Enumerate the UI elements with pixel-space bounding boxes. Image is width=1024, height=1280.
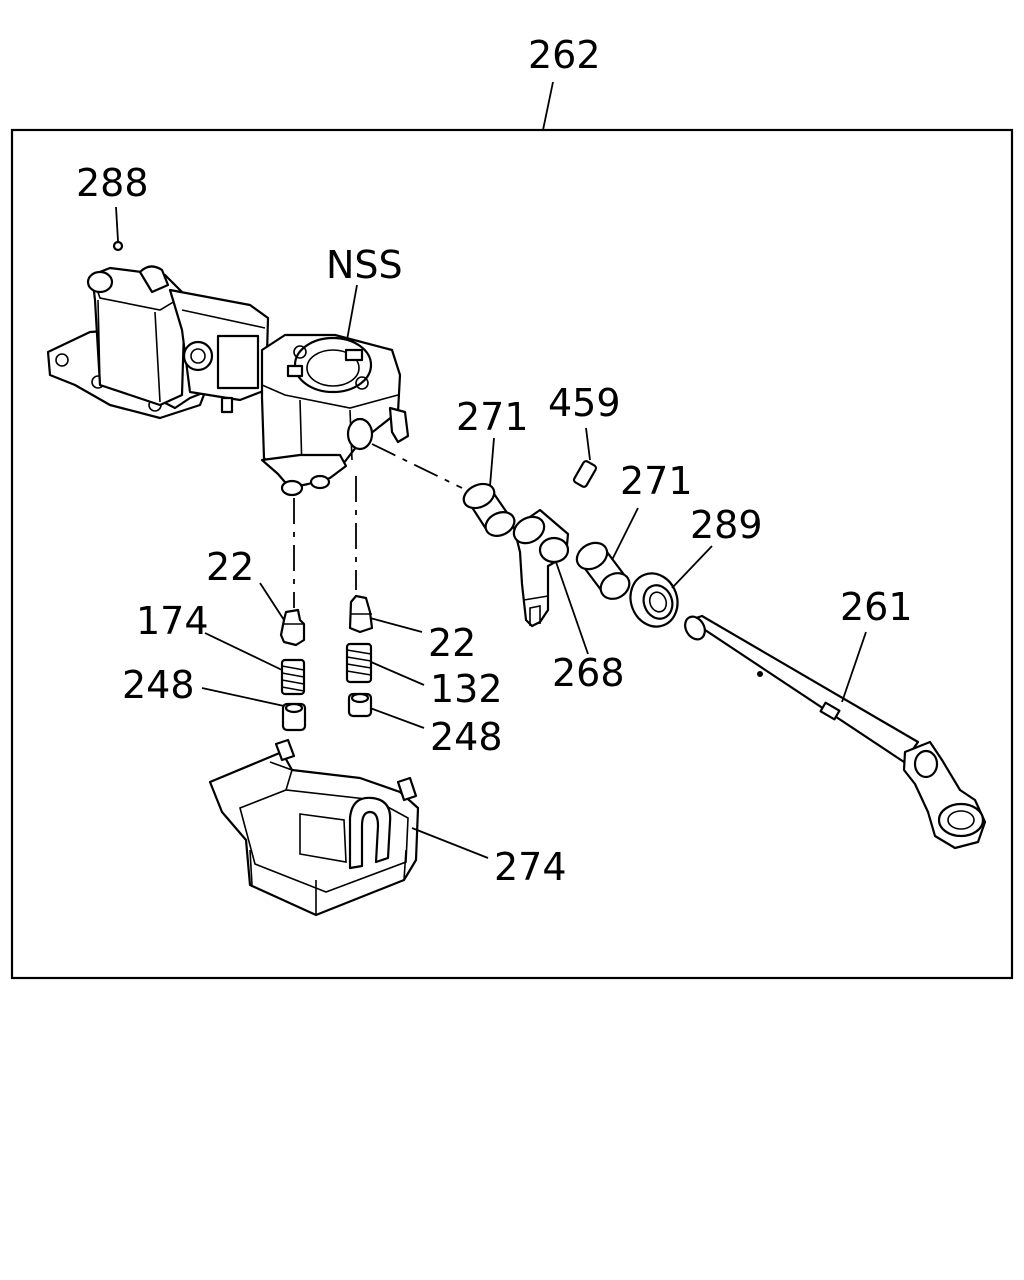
label-248-right: 248 [430, 715, 503, 759]
label-22-right: 22 [428, 621, 476, 665]
bush-271-b [575, 541, 631, 600]
label-nss: NSS [326, 243, 403, 287]
label-261: 261 [840, 585, 913, 629]
leader-22-right [369, 617, 423, 633]
leader-268 [555, 561, 589, 655]
bush-271-a [462, 482, 516, 537]
label-271-a: 271 [456, 395, 529, 439]
housing-nss [46, 265, 410, 497]
leader-459 [585, 427, 591, 461]
detent-ball-22-left [279, 608, 306, 647]
shift-lever-268 [512, 508, 570, 628]
plug-248-left [281, 702, 307, 732]
label-132: 132 [430, 667, 503, 711]
leader-248-right [369, 707, 425, 729]
label-459: 459 [548, 381, 621, 425]
bearing-289 [629, 572, 679, 628]
spring-132 [345, 642, 373, 684]
assembly-leader [542, 81, 554, 131]
label-289: 289 [690, 503, 763, 547]
label-248-left: 248 [122, 663, 195, 707]
shift-shaft-261 [684, 614, 987, 850]
plug-288 [112, 240, 124, 252]
assembly-frame [10, 128, 1014, 980]
leader-271-a [489, 437, 495, 487]
label-22-left: 22 [206, 545, 254, 589]
leader-288 [115, 206, 119, 242]
plug-248-right [347, 692, 373, 718]
label-268: 268 [552, 651, 625, 695]
axis-line-shaft [371, 443, 463, 489]
leader-261 [841, 631, 867, 703]
detent-ball-22-right [348, 594, 374, 634]
label-174: 174 [136, 599, 209, 643]
cover-274 [208, 738, 420, 917]
spring-174 [280, 658, 306, 696]
leader-22-left [259, 582, 285, 621]
label-288: 288 [76, 161, 149, 205]
leader-132 [370, 661, 425, 686]
leader-271-b [611, 507, 639, 561]
label-271-b: 271 [620, 459, 693, 503]
leader-289 [671, 545, 713, 589]
leader-248-left [201, 687, 285, 707]
leader-174 [204, 632, 283, 671]
pin-459 [572, 460, 598, 488]
label-274: 274 [494, 845, 567, 889]
leader-nss [346, 284, 358, 341]
leader-274 [411, 827, 489, 859]
label-262: 262 [528, 33, 601, 77]
